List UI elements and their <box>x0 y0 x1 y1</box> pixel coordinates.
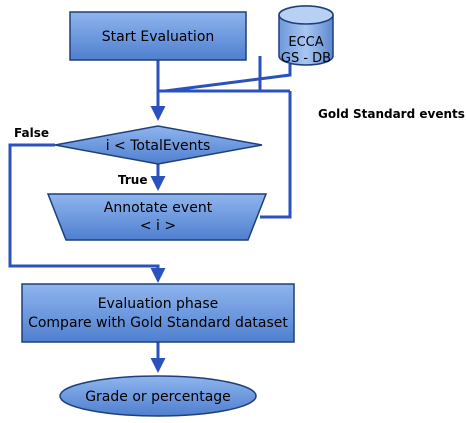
evaluation-phase-line2: Compare with Gold Standard dataset <box>28 315 288 331</box>
database-label-line2: GS - DB <box>281 51 331 66</box>
start-evaluation-node: Start Evaluation <box>69 11 247 61</box>
annotate-label-line1: Annotate event <box>104 200 213 216</box>
start-evaluation-label: Start Evaluation <box>102 29 215 45</box>
connector-loop-back <box>260 91 292 219</box>
database-label-line1: ECCA <box>288 35 323 50</box>
gold-standard-events-label: Gold Standard events <box>318 107 465 121</box>
connector-db-to-main <box>164 64 292 93</box>
grade-node: Grade or percentage <box>59 375 257 417</box>
evaluation-phase-node: Evaluation phase Compare with Gold Stand… <box>21 283 295 343</box>
decision-diamond <box>54 125 263 165</box>
annotate-label-line2: < i > <box>140 218 176 234</box>
start-evaluation-box <box>69 11 247 61</box>
true-label: True <box>118 173 147 187</box>
decision-label: i < TotalEvents <box>106 138 211 154</box>
evaluation-phase-box <box>21 283 295 343</box>
decision-node: i < TotalEvents <box>54 125 263 165</box>
connectors <box>8 56 292 373</box>
database-node: ECCA GS - DB <box>278 5 334 66</box>
evaluation-phase-line1: Evaluation phase <box>98 296 219 312</box>
connector-false-path <box>8 143 166 283</box>
annotate-node: Annotate event < i > <box>46 193 268 241</box>
grade-label: Grade or percentage <box>85 389 231 405</box>
grade-ellipse <box>59 375 257 417</box>
annotate-trapezoid <box>46 193 268 241</box>
false-label: False <box>14 126 49 140</box>
database-top <box>278 5 334 25</box>
